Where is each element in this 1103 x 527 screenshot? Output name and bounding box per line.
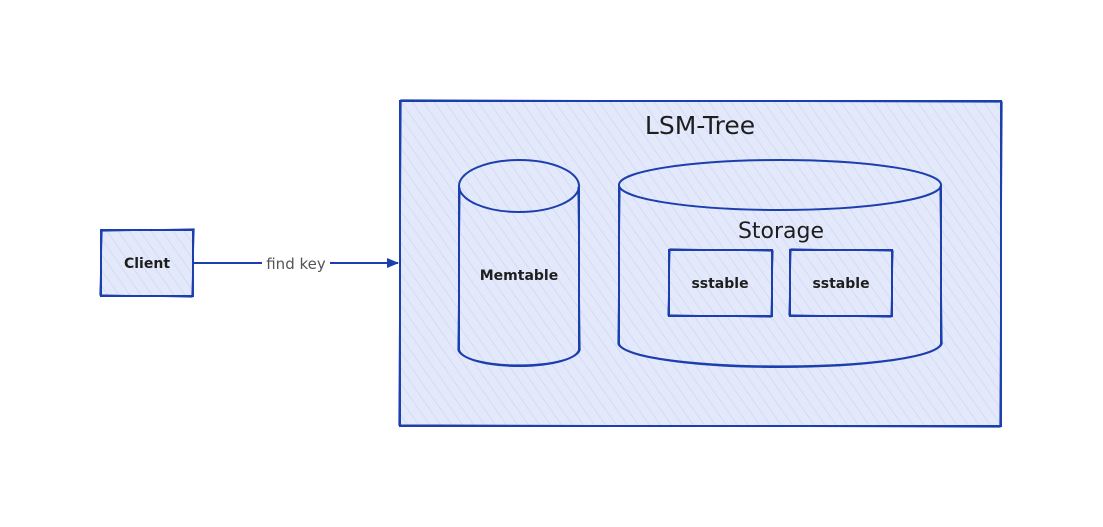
storage-cylinder: Storage [617,159,943,368]
find-key-edge: find key [193,253,399,273]
client-label: Client [124,256,170,272]
sstable-node-2: sstable [788,248,894,318]
client-node: Client [99,228,195,298]
lsm-tree-title: LSM-Tree [645,111,755,140]
memtable-cylinder: Memtable [457,159,581,367]
sstable-node-1: sstable [667,248,774,318]
sstable-1-label: sstable [691,276,748,292]
memtable-label: Memtable [480,268,558,284]
find-key-label: find key [266,255,326,273]
storage-label: Storage [738,219,824,244]
sstable-2-label: sstable [812,276,869,292]
